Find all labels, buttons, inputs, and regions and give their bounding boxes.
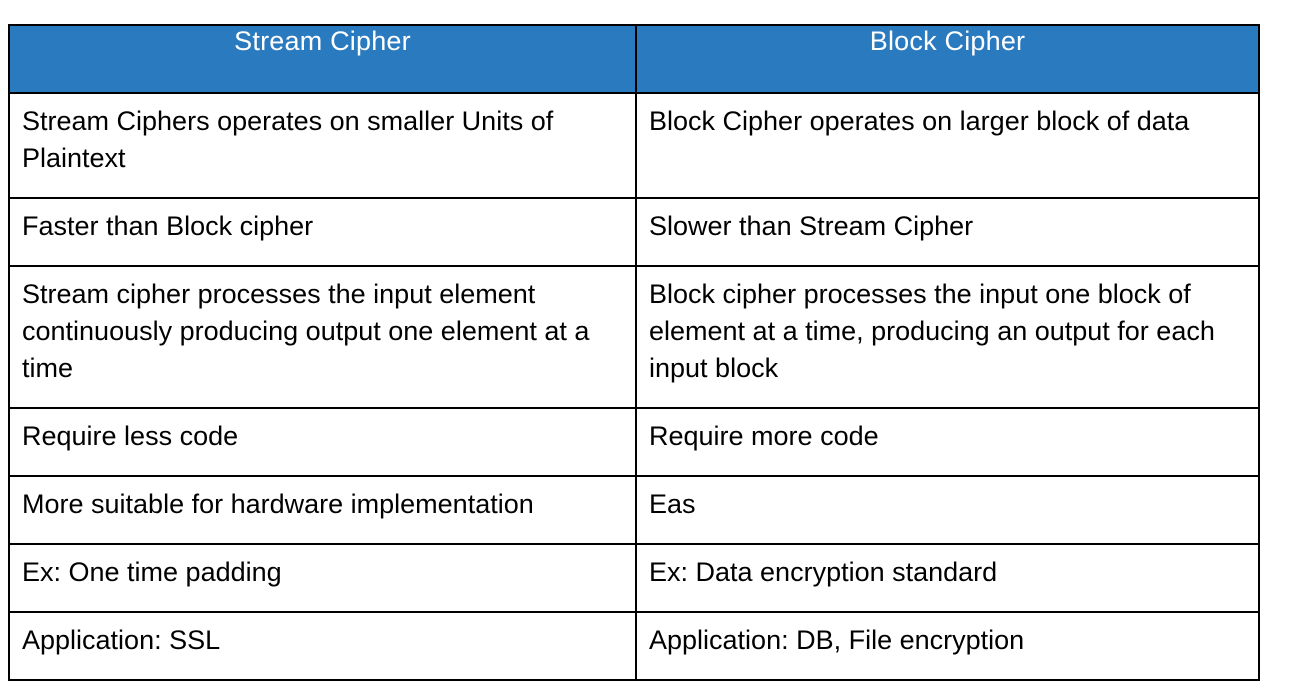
table-row: Stream cipher processes the input elemen… [8, 265, 1260, 409]
table-body: Stream Ciphers operates on smaller Units… [8, 92, 1260, 681]
table-cell-stream: Stream Ciphers operates on smaller Units… [8, 92, 637, 199]
table-cell-stream: Require less code [8, 407, 637, 477]
table-cell-block: Ex: Data encryption standard [635, 543, 1260, 613]
cell-text: Eas [649, 489, 696, 519]
column-header-block-cipher: Block Cipher [635, 24, 1260, 94]
cell-text: Application: DB, File encryption [649, 625, 1025, 655]
table-cell-block: Application: DB, File encryption [635, 611, 1260, 681]
cell-text: Ex: Data encryption standard [649, 557, 998, 587]
cell-text: Block Cipher operates on larger block of… [649, 106, 1190, 136]
table-cell-stream: More suitable for hardware implementatio… [8, 475, 637, 545]
table-row: Ex: One time padding Ex: Data encryption… [8, 543, 1260, 613]
cell-text: Ex: One time padding [22, 557, 282, 587]
cell-text: Faster than Block cipher [22, 211, 314, 241]
cell-text: Application: SSL [22, 625, 221, 655]
table-cell-block: Block cipher processes the input one blo… [635, 265, 1260, 409]
table-cell-block: Eas [635, 475, 1260, 545]
table-row: More suitable for hardware implementatio… [8, 475, 1260, 545]
table-cell-stream: Stream cipher processes the input elemen… [8, 265, 637, 409]
cipher-comparison-table: Stream Cipher Block Cipher Stream Cipher… [8, 24, 1260, 681]
table-cell-stream: Faster than Block cipher [8, 197, 637, 267]
table-row: Application: SSL Application: DB, File e… [8, 611, 1260, 681]
column-header-stream-cipher: Stream Cipher [8, 24, 637, 94]
cell-text: Stream cipher processes the input elemen… [22, 279, 590, 383]
table-cell-stream: Ex: One time padding [8, 543, 637, 613]
cell-text: Slower than Stream Cipher [649, 211, 974, 241]
cell-text: Require less code [22, 421, 239, 451]
table-cell-block: Require more code [635, 407, 1260, 477]
table-cell-block: Block Cipher operates on larger block of… [635, 92, 1260, 199]
cell-text: Stream Ciphers operates on smaller Units… [22, 106, 554, 173]
table-row: Faster than Block cipher Slower than Str… [8, 197, 1260, 267]
cell-text: Block cipher processes the input one blo… [649, 279, 1215, 383]
cell-text: Require more code [649, 421, 879, 451]
table-cell-block: Slower than Stream Cipher [635, 197, 1260, 267]
table-row: Stream Ciphers operates on smaller Units… [8, 92, 1260, 199]
table-header: Stream Cipher Block Cipher [8, 24, 1260, 94]
table-header-row: Stream Cipher Block Cipher [8, 24, 1260, 94]
cell-text: More suitable for hardware implementatio… [22, 489, 534, 519]
table-row: Require less code Require more code [8, 407, 1260, 477]
table-cell-stream: Application: SSL [8, 611, 637, 681]
